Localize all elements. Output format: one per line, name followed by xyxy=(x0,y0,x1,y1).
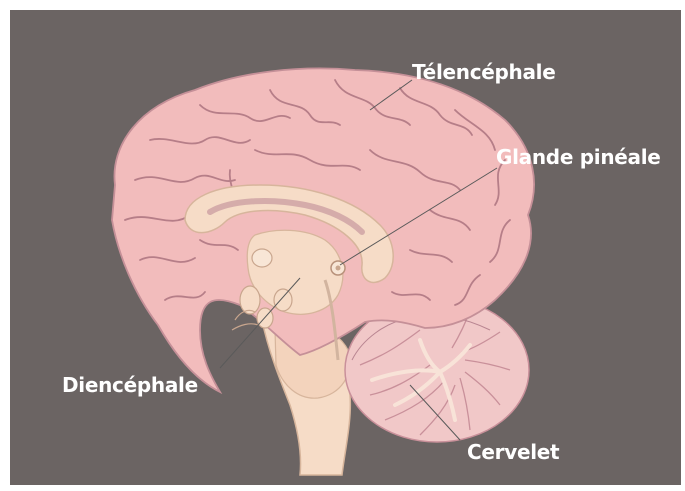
label-telencephale: Télencéphale xyxy=(412,60,556,84)
label-cervelet: Cervelet xyxy=(467,440,559,464)
label-diencephale: Diencéphale xyxy=(62,373,198,397)
label-glande-pineale: Glande pinéale xyxy=(496,145,661,169)
